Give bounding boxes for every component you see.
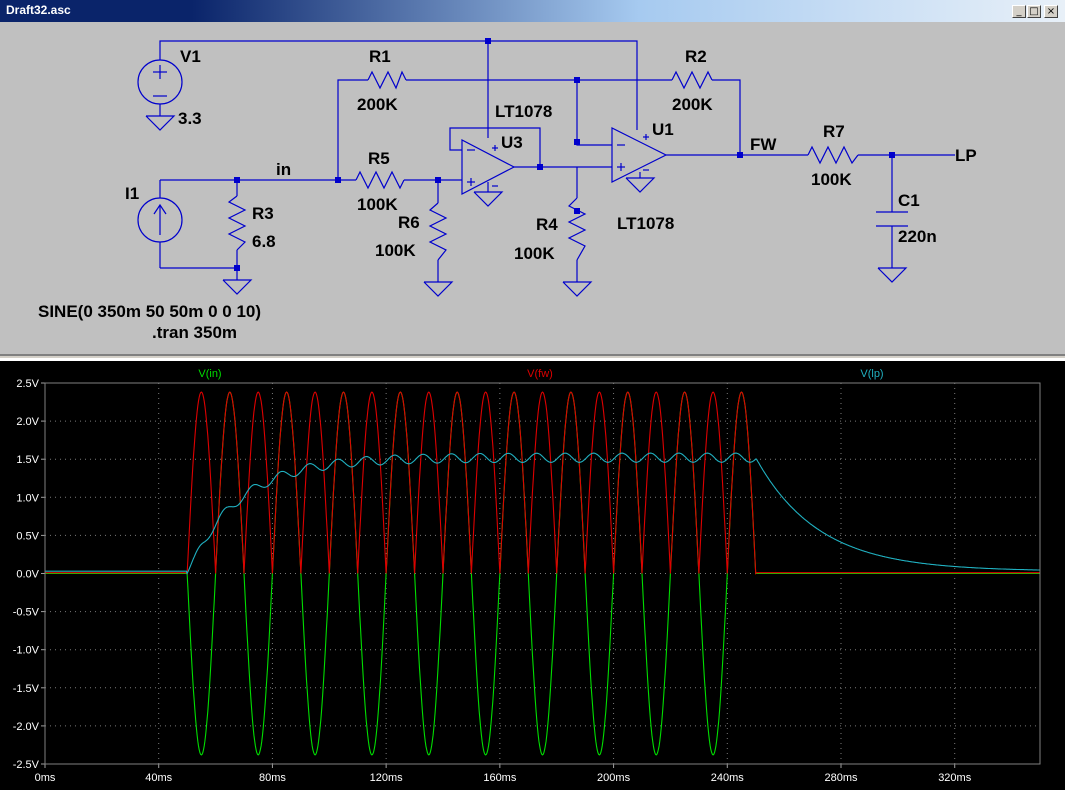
resistor-r7[interactable]	[807, 145, 859, 165]
label-i1: I1	[125, 184, 139, 203]
y-tick-label: 0.0V	[16, 569, 39, 581]
legend[interactable]: V(in) V(fw) V(lp)	[198, 368, 883, 380]
trace-v-in	[45, 391, 1040, 756]
plot-frame	[44, 382, 1041, 765]
resistor-r2[interactable]	[671, 70, 713, 90]
ground-symbols	[222, 177, 908, 297]
resistor-r4[interactable]	[567, 197, 587, 261]
legend-v-fw[interactable]: V(fw)	[527, 368, 553, 380]
label-c1: C1	[898, 191, 920, 210]
model-u1: LT1078	[617, 214, 674, 233]
net-label-lp: LP	[955, 146, 977, 165]
x-tick-label: 280ms	[824, 772, 858, 784]
y-tick-label: 2.5V	[16, 378, 39, 390]
voltage-source-v1[interactable]	[137, 59, 183, 131]
value-c1: 220n	[898, 227, 937, 246]
label-r6: R6	[398, 213, 420, 232]
y-tick-label: -2.0V	[13, 721, 40, 733]
x-tick-label: 80ms	[259, 772, 286, 784]
x-tick-label: 320ms	[938, 772, 972, 784]
net-label-in: in	[276, 160, 291, 179]
resistor-r5[interactable]	[355, 170, 405, 190]
label-r1: R1	[369, 47, 391, 66]
value-r4: 100K	[514, 244, 555, 263]
maximize-button[interactable]: □	[1027, 5, 1041, 18]
label-r7: R7	[823, 122, 845, 141]
label-r5: R5	[368, 149, 390, 168]
value-r3: 6.8	[252, 232, 276, 251]
y-tick-label: 1.5V	[16, 454, 39, 466]
model-u3: LT1078	[495, 102, 552, 121]
waveform-plot[interactable]: 2.5V 2.0V 1.5V 1.0V 0.5V 0.0V -0.5V -1.0V -1.5V -…	[0, 361, 1065, 790]
schematic-window: Draft32.asc _ □ ×	[0, 0, 1065, 356]
trace-v-lp	[45, 452, 1040, 575]
y-tick-label: -1.5V	[13, 683, 40, 695]
trace-v-fw	[45, 391, 1040, 575]
minimize-button[interactable]: _	[1012, 5, 1026, 18]
y-axis-ticks: 2.5V 2.0V 1.5V 1.0V 0.5V 0.0V -0.5V -1.0V -1.5V -…	[13, 378, 45, 771]
close-button[interactable]: ×	[1044, 5, 1058, 18]
waveform-viewer[interactable]: 2.5V 2.0V 1.5V 1.0V 0.5V 0.0V -0.5V -1.0V -1.5V -…	[0, 358, 1065, 790]
y-tick-label: -0.5V	[13, 607, 40, 619]
label-r2: R2	[685, 47, 707, 66]
opamp-u1[interactable]	[611, 127, 668, 183]
label-u1: U1	[652, 120, 674, 139]
x-tick-label: 160ms	[483, 772, 517, 784]
legend-v-in[interactable]: V(in)	[198, 368, 221, 380]
value-r1: 200K	[357, 95, 398, 114]
junction-dots	[234, 38, 895, 271]
value-r7: 100K	[811, 170, 852, 189]
label-r4: R4	[536, 215, 558, 234]
x-tick-label: 240ms	[711, 772, 745, 784]
y-tick-label: 2.0V	[16, 416, 39, 428]
label-u3: U3	[501, 133, 523, 152]
y-tick-label: 1.0V	[16, 492, 39, 504]
x-tick-label: 0ms	[35, 772, 56, 784]
y-tick-label: -1.0V	[13, 645, 40, 657]
value-r6: 100K	[375, 241, 416, 260]
opamp-u3[interactable]	[461, 139, 516, 195]
tran-directive: .tran 350m	[152, 323, 237, 342]
value-v1: 3.3	[178, 109, 202, 128]
value-r5: 100K	[357, 195, 398, 214]
capacitor-c1[interactable]	[876, 211, 908, 227]
x-tick-label: 40ms	[145, 772, 172, 784]
traces	[45, 391, 1040, 756]
x-tick-label: 120ms	[370, 772, 404, 784]
resistor-r6[interactable]	[428, 202, 448, 261]
schematic-canvas[interactable]: V1 3.3 I1 R1 200K R2 200K R3 6.8 R5 100K…	[0, 22, 1065, 354]
y-tick-label: 0.5V	[16, 530, 39, 542]
x-tick-label: 200ms	[597, 772, 631, 784]
net-label-fw: FW	[750, 135, 777, 154]
y-tick-label: -2.5V	[13, 759, 40, 771]
legend-v-lp[interactable]: V(lp)	[860, 368, 883, 380]
x-axis-ticks: 0ms 40ms 80ms 120ms 160ms 200ms 240ms 280ms 320m…	[35, 764, 972, 784]
label-v1: V1	[180, 47, 201, 66]
source-directive: SINE(0 350m 50 50m 0 0 10)	[38, 302, 261, 321]
resistor-r1[interactable]	[367, 70, 407, 90]
value-r2: 200K	[672, 95, 713, 114]
current-source-i1[interactable]	[137, 180, 183, 268]
label-r3: R3	[252, 204, 274, 223]
resistor-r3[interactable]	[227, 195, 247, 251]
window-title: Draft32.asc	[6, 3, 71, 17]
title-bar[interactable]: Draft32.asc _ □ ×	[0, 0, 1065, 22]
